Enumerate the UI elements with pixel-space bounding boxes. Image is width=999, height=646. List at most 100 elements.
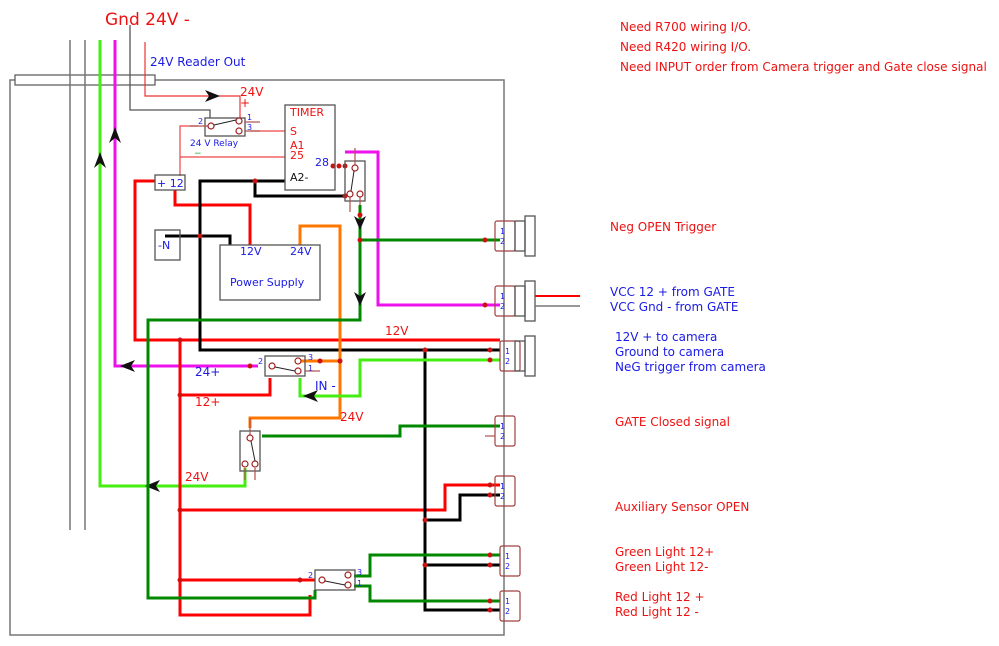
svg-text:2: 2 — [500, 432, 505, 441]
svg-text:1: 1 — [308, 364, 313, 373]
timer-box — [284, 104, 336, 191]
neutral-terminal — [154, 229, 181, 261]
gnd-24v-wire — [129, 25, 211, 118]
arrow-down-icon — [354, 292, 366, 306]
svg-text:3: 3 — [357, 568, 362, 577]
svg-text:1: 1 — [500, 227, 505, 236]
desc-vcc-gnd: VCC Gnd - from GATE — [610, 300, 739, 314]
relay-lights: 2 3 1 — [308, 568, 362, 591]
connector-neg-open-trigger: 12 — [494, 215, 536, 257]
note-1: Need R700 wiring I/O. — [620, 20, 751, 34]
desc-camera-12v: 12V + to camera — [615, 330, 717, 344]
relay-24v-label: 24 V Relay — [190, 139, 239, 149]
connector-vcc-gate: 12 — [494, 280, 580, 322]
svg-text:2: 2 — [500, 237, 505, 246]
psu-name: Power Supply — [230, 276, 305, 289]
wire-24v-green-label: 24V — [185, 470, 209, 484]
wire-black-aux — [425, 493, 500, 522]
desc-camera-gnd: Ground to camera — [615, 345, 724, 359]
desc-red-light-plus: Red Light 12 + — [615, 590, 705, 604]
svg-text:1: 1 — [357, 579, 362, 588]
svg-text:2: 2 — [500, 302, 505, 311]
svg-text:3: 3 — [247, 123, 252, 132]
bus-12v-label: 12V — [385, 324, 409, 338]
wire-green-light-24v — [98, 40, 247, 488]
timer-s: S — [290, 125, 297, 138]
wire-green-light-plus — [354, 553, 500, 578]
wire-magenta-24plus — [113, 40, 258, 368]
arrow-right-icon — [205, 90, 220, 102]
svg-text:2: 2 — [505, 357, 510, 366]
desc-neg-open-trigger: Neg OPEN Trigger — [610, 220, 716, 234]
wire-black-gnd-bus — [198, 179, 500, 352]
arrow-down-icon — [354, 216, 366, 230]
power-supply-box — [219, 244, 321, 301]
connector-aux-sensor: 12 — [494, 475, 516, 507]
arrow-left-icon — [145, 480, 160, 492]
arrow-left-icon — [303, 390, 318, 402]
svg-text:1: 1 — [500, 482, 505, 491]
psu-12v-label: 12V — [240, 245, 262, 258]
enclosure-box — [9, 79, 505, 636]
timer-a2: A2- — [290, 171, 309, 184]
relay-trigger — [344, 148, 366, 212]
wire-black-neutral — [165, 234, 232, 245]
svg-text:1: 1 — [500, 422, 505, 431]
wire-red-12v-bus — [133, 179, 500, 342]
wire-magenta-gate-vcc — [345, 150, 500, 307]
plus12-label: + 12 — [157, 177, 184, 190]
svg-text:2: 2 — [308, 571, 313, 580]
desc-gate-closed: GATE Closed signal — [615, 415, 730, 429]
wire-24v-orange-label: 24V — [340, 410, 364, 424]
reader-out-wire — [144, 42, 241, 118]
timer-a1: A1 — [290, 139, 305, 152]
wire-green-gate-closed — [262, 424, 500, 438]
wire-black-timer — [253, 179, 345, 198]
svg-text:3: 3 — [308, 353, 313, 362]
timer-28: 28 — [315, 156, 329, 169]
connector-green-light: 12 — [499, 545, 521, 577]
svg-text:1: 1 — [505, 552, 510, 561]
minus-sign: − — [194, 149, 202, 159]
reader-out-label: 24V Reader Out — [150, 55, 246, 69]
wire-red-12plus — [180, 378, 272, 397]
wire-red-vertical — [178, 340, 312, 617]
connector-gate-closed: 12 — [485, 415, 516, 447]
svg-text:2: 2 — [198, 117, 203, 126]
gnd-24v-label: Gnd 24V - — [105, 10, 190, 30]
wire-black-vertical — [423, 350, 500, 612]
wire-green-red-light — [354, 584, 500, 603]
desc-green-light-minus: Green Light 12- — [615, 560, 709, 574]
relay-24v: 2 1 3 — [190, 113, 260, 137]
neutral-label: -N — [158, 239, 170, 252]
svg-text:2: 2 — [500, 492, 505, 501]
plus12-terminal — [154, 174, 186, 191]
wire-lightgreen-in-minus — [298, 358, 500, 398]
relay-camera: 2 3 1 — [258, 353, 320, 377]
arrow-up-icon — [109, 127, 121, 143]
svg-text:1: 1 — [505, 347, 510, 356]
relay-gate — [239, 418, 261, 480]
desc-red-light-minus: Red Light 12 - — [615, 605, 699, 619]
note-2: Need R420 wiring I/O. — [620, 40, 751, 54]
plus-sign: + — [240, 96, 250, 110]
wire-in-minus-label: IN - — [315, 379, 336, 393]
svg-text:2: 2 — [505, 607, 510, 616]
connector-camera: 12 — [499, 335, 536, 377]
timer-25: 25 — [290, 149, 304, 162]
desc-vcc-12: VCC 12 + from GATE — [610, 285, 735, 299]
wire-red-psu-12v — [173, 190, 252, 245]
relay-24v-voltage: 24V — [240, 85, 264, 99]
arrow-up-icon — [94, 152, 106, 168]
connector-red-light: 12 — [499, 590, 521, 622]
arrow-left-icon — [120, 360, 135, 372]
svg-text:1: 1 — [500, 292, 505, 301]
wire-24plus-label: 24+ — [195, 365, 220, 379]
note-3: Need INPUT order from Camera trigger and… — [620, 60, 987, 74]
psu-24v-label: 24V — [290, 245, 312, 258]
desc-aux-sensor: Auxiliary Sensor OPEN — [615, 500, 749, 514]
desc-green-light-plus: Green Light 12+ — [615, 545, 714, 559]
wire-red-aux — [180, 483, 500, 512]
wire-12plus-label: 12+ — [195, 395, 220, 409]
